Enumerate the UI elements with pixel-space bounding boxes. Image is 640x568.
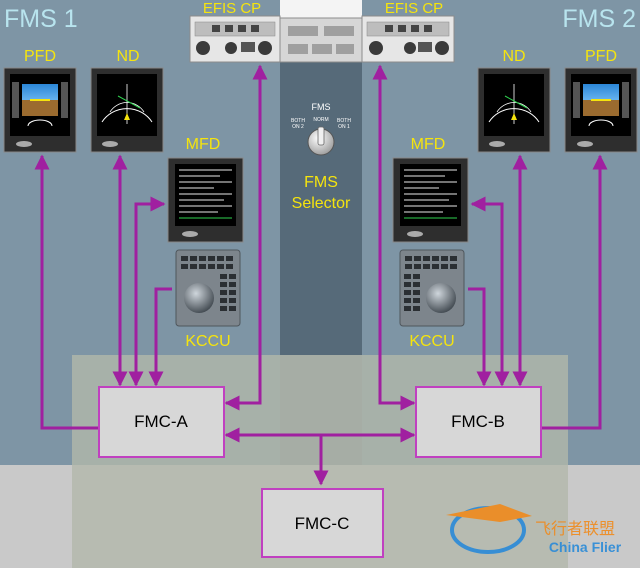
nd-left-display (90, 67, 164, 153)
selector-title: FMS (312, 102, 331, 112)
watermark-english: China Flier (549, 539, 622, 555)
kccu-right-label: KCCU (409, 333, 454, 350)
fmc-c-label: FMC-C (295, 514, 350, 533)
pfd-right-display (564, 67, 638, 153)
selector-left-line2: ON 2 (292, 124, 304, 130)
kccu-left-unit (175, 249, 241, 327)
kccu-right-unit (399, 249, 465, 327)
pfd-right-label: PFD (585, 48, 617, 65)
efis-cp-right-label: EFIS CP (385, 0, 443, 17)
selector-right-line1: BOTH (337, 118, 351, 124)
connector-lines (34, 64, 608, 486)
mfd-left-display (167, 157, 244, 243)
fmc-a-box: FMC-A (98, 386, 225, 458)
efis-cp-right (361, 15, 455, 63)
nd-right-display (477, 67, 551, 153)
pfd-left-display (3, 67, 77, 153)
fms-selector-label-line2: Selector (292, 195, 351, 212)
fmc-a-label: FMC-A (134, 412, 188, 431)
kccu-left-label: KCCU (185, 333, 230, 350)
efis-cp-left (189, 15, 281, 63)
pfd-left-label: PFD (24, 48, 56, 65)
fms1-title: FMS 1 (4, 5, 78, 33)
fms-selector-label-line1: FMS (304, 174, 338, 191)
fmc-b-box: FMC-B (415, 386, 542, 458)
selector-right-line2: ON 1 (338, 124, 350, 130)
mfd-right-display (392, 157, 469, 243)
selector-norm: NORM (313, 117, 328, 123)
nd-left-label: ND (116, 48, 139, 65)
china-flier-watermark: 飞行者联盟 China Flier (446, 504, 622, 555)
selector-left-line1: BOTH (291, 118, 305, 124)
nd-right-label: ND (502, 48, 525, 65)
mfd-right-label: MFD (411, 136, 446, 153)
mfd-left-label: MFD (186, 136, 221, 153)
fms2-title: FMS 2 (562, 5, 636, 33)
fmc-b-label: FMC-B (451, 412, 505, 431)
watermark-chinese: 飞行者联盟 (535, 520, 615, 538)
efis-cp-left-label: EFIS CP (203, 0, 261, 17)
fmc-c-box: FMC-C (261, 488, 384, 558)
fms-selector-knob[interactable]: FMS NORM BOTH ON 2 BOTH ON 1 (291, 102, 351, 156)
